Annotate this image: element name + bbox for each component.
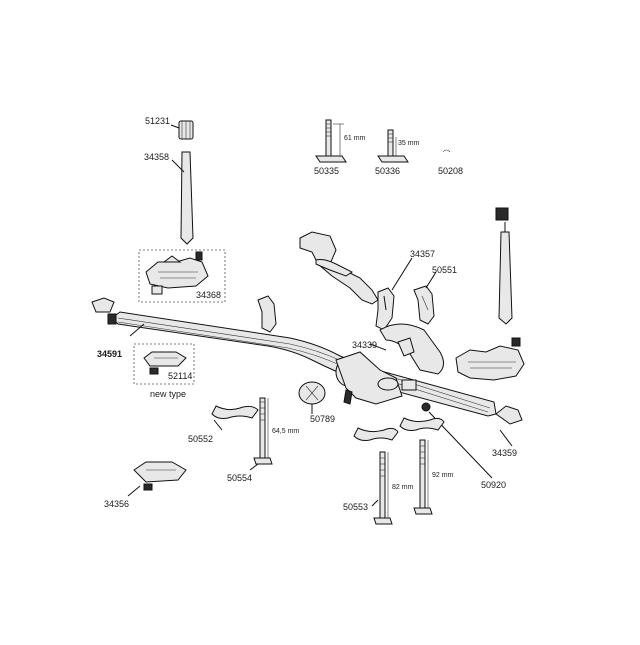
dimension-82mm: 82 mm — [392, 484, 414, 491]
label-34339: 34339 — [352, 340, 378, 350]
label-50920: 50920 — [481, 480, 507, 490]
part-50554-bolt — [249, 397, 273, 471]
label-34368: 34368 — [196, 290, 222, 300]
label-51231: 51231 — [145, 116, 171, 126]
label-34356: 34356 — [104, 499, 130, 509]
part-34359-end-cap — [495, 405, 523, 447]
part-34358-spindle — [171, 151, 194, 245]
label-50553: 50553 — [343, 502, 369, 512]
part-50208-hook — [442, 149, 451, 153]
part-34368-wheel-holder — [138, 249, 226, 303]
label-34591: 34591 — [97, 349, 123, 359]
part-52114-plate — [133, 343, 195, 385]
part-vertical-arm — [495, 207, 513, 325]
label-50335: 50335 — [314, 166, 340, 176]
part-end-cap-left — [91, 297, 115, 313]
part-50553-straps-bolts — [353, 417, 445, 525]
part-50789-wheel-nut — [298, 381, 326, 405]
dimension-64-5mm: 64,5 mm — [272, 428, 300, 435]
label-new-type: new type — [150, 389, 187, 399]
part-50552-strap — [211, 405, 259, 431]
label-50552: 50552 — [188, 434, 214, 444]
leader-lines — [129, 257, 437, 414]
part-50551-clip — [413, 285, 435, 325]
label-50554: 50554 — [227, 473, 253, 483]
part-34357-frame-holder — [299, 231, 395, 331]
dimension-61mm: 61 mm — [344, 135, 366, 142]
label-34359: 34359 — [492, 448, 518, 458]
dimension-92mm: 92 mm — [432, 472, 454, 479]
part-clip-center — [257, 295, 277, 333]
label-50551: 50551 — [432, 265, 458, 275]
part-34339-downtube-clamp — [335, 323, 444, 405]
part-34356-clamp-plate — [127, 461, 187, 497]
dimension-35mm: 35 mm — [398, 140, 420, 147]
part-50335-tbolt — [315, 119, 347, 163]
label-34358: 34358 — [144, 152, 170, 162]
part-right-wheel-holder — [455, 337, 525, 381]
part-51231-knob — [170, 120, 194, 140]
label-34357: 34357 — [410, 249, 436, 259]
label-50789: 50789 — [310, 414, 336, 424]
label-50208: 50208 — [438, 166, 464, 176]
part-50336-tbolt — [377, 129, 409, 163]
label-50336: 50336 — [375, 166, 401, 176]
label-52114: 52114 — [168, 371, 193, 381]
